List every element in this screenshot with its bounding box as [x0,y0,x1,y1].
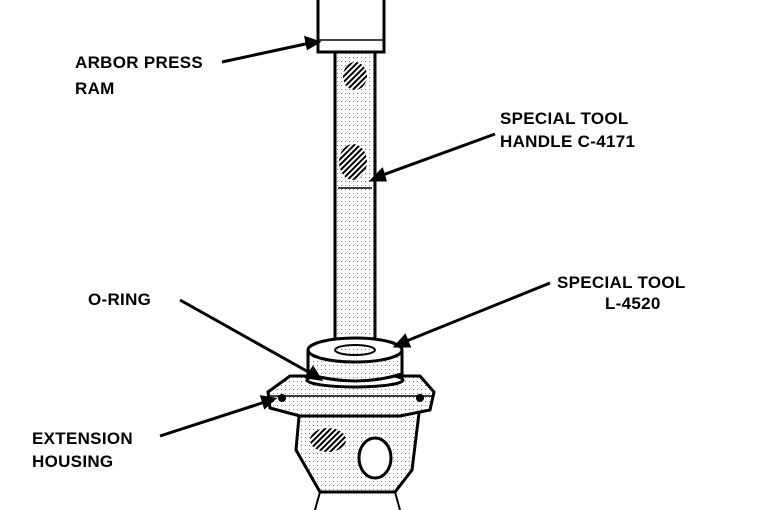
label-arbor-press: ARBOR PRESS [75,53,203,72]
arrowhead-icon [304,35,322,51]
label-ram: RAM [75,79,115,98]
leader-o-ring [179,298,313,376]
label-special-tool-handle: SPECIAL TOOL [500,109,629,128]
leader-handle [379,132,496,178]
arbor-press-ram [316,0,386,54]
leader-arbor-press-ram [221,41,311,64]
label-handle-c-4171: HANDLE C-4171 [500,132,635,151]
special-tool-l-4520 [306,336,404,383]
extension-housing [266,374,436,510]
special-tool-handle [333,50,377,352]
label-o-ring: O-RING [88,290,151,309]
label-housing: HOUSING [32,452,113,471]
arrowhead-icon [259,395,278,410]
arrowhead-icon [304,365,324,381]
arrowhead-icon [392,333,412,348]
label-extension: EXTENSION [32,429,133,448]
leader-extension-housing [159,400,266,438]
label-special-tool: SPECIAL TOOL [557,273,686,292]
arrowhead-icon [368,167,388,182]
label-l-4520: L-4520 [605,294,661,313]
leader-tool-l-4520 [403,281,551,344]
